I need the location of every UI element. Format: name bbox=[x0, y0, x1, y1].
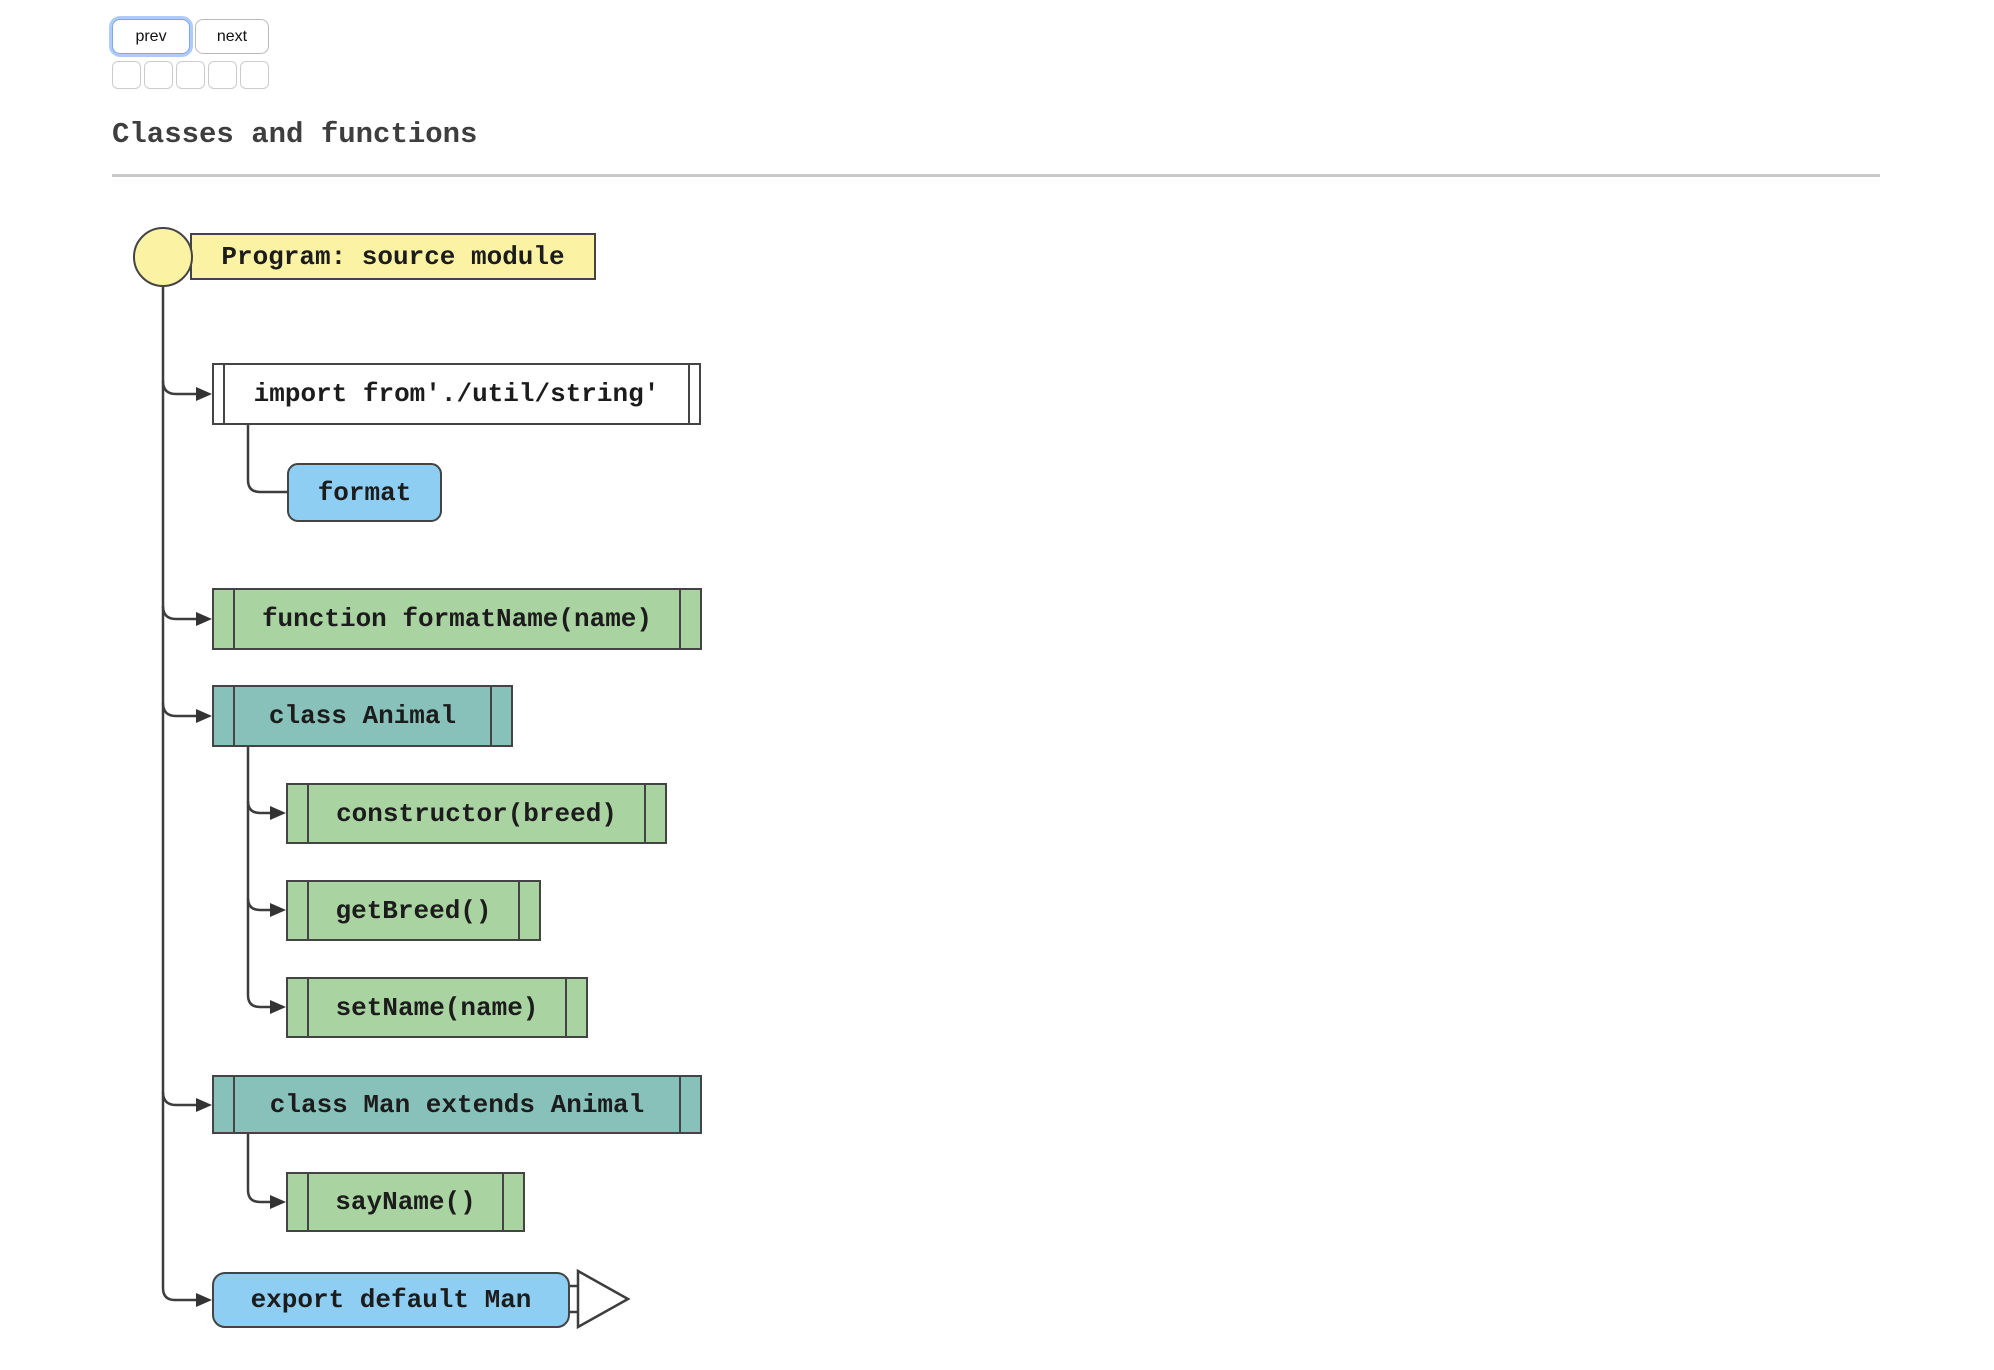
pager-button-1[interactable] bbox=[112, 61, 141, 89]
divider bbox=[112, 174, 1880, 177]
connector-to-class-animal bbox=[161, 702, 198, 718]
connector-to-constructor bbox=[246, 800, 272, 815]
node-sayname-label: sayName() bbox=[335, 1187, 476, 1217]
program-start-circle-icon bbox=[133, 227, 193, 287]
export-arrow-stubs bbox=[570, 1284, 578, 1314]
node-program-label: Program: source module bbox=[221, 241, 565, 272]
pager-buttons bbox=[112, 61, 269, 89]
node-class-man-label: class Man extends Animal bbox=[269, 1089, 645, 1120]
arrowhead-constructor bbox=[270, 806, 286, 820]
node-import-label: import from'./util/string' bbox=[253, 379, 660, 409]
node-setname-label: setName(name) bbox=[335, 992, 539, 1023]
export-triangle-icon bbox=[576, 1268, 631, 1330]
node-class-animal-label: class Animal bbox=[268, 701, 457, 731]
arrowhead-import bbox=[196, 387, 212, 401]
node-formatname-label: function formatName(name) bbox=[261, 604, 653, 634]
next-button[interactable]: next bbox=[195, 19, 269, 54]
node-class-man: class Man extends Animal bbox=[212, 1075, 702, 1134]
node-getbreed: getBreed() bbox=[286, 880, 541, 941]
connector-import-to-format bbox=[246, 425, 288, 494]
connector-trunk bbox=[161, 286, 198, 1302]
arrowhead-export bbox=[196, 1293, 212, 1307]
page-title: Classes and functions bbox=[112, 118, 478, 151]
arrowhead-function bbox=[196, 612, 212, 626]
connector-to-function bbox=[161, 605, 198, 621]
arrowhead-getbreed bbox=[270, 903, 286, 917]
connector-to-sayname bbox=[246, 1133, 272, 1204]
arrowhead-class-man bbox=[196, 1098, 212, 1112]
pager-button-2[interactable] bbox=[144, 61, 173, 89]
pager-button-5[interactable] bbox=[240, 61, 269, 89]
pager-button-3[interactable] bbox=[176, 61, 205, 89]
node-format: format bbox=[287, 463, 442, 522]
node-import: import from'./util/string' bbox=[212, 363, 701, 425]
node-export-default-label: export default Man bbox=[250, 1285, 532, 1315]
connector-animal-children bbox=[246, 746, 272, 1009]
pager-button-4[interactable] bbox=[208, 61, 237, 89]
node-program: Program: source module bbox=[190, 233, 596, 280]
node-sayname: sayName() bbox=[286, 1172, 525, 1232]
connector-to-getbreed bbox=[246, 897, 272, 912]
connector-to-class-man bbox=[161, 1091, 198, 1107]
node-setname: setName(name) bbox=[286, 977, 588, 1038]
node-constructor: constructor(breed) bbox=[286, 783, 667, 844]
connector-to-import bbox=[161, 380, 198, 396]
node-formatname: function formatName(name) bbox=[212, 588, 702, 650]
node-constructor-label: constructor(breed) bbox=[336, 798, 617, 829]
node-export-default: export default Man bbox=[212, 1272, 570, 1328]
node-getbreed-label: getBreed() bbox=[335, 895, 492, 926]
arrowhead-setname bbox=[270, 1000, 286, 1014]
node-class-animal: class Animal bbox=[212, 685, 513, 747]
prev-button[interactable]: prev bbox=[112, 19, 190, 54]
node-format-label: format bbox=[317, 477, 412, 508]
arrowhead-class-animal bbox=[196, 709, 212, 723]
arrowhead-sayname bbox=[270, 1195, 286, 1209]
